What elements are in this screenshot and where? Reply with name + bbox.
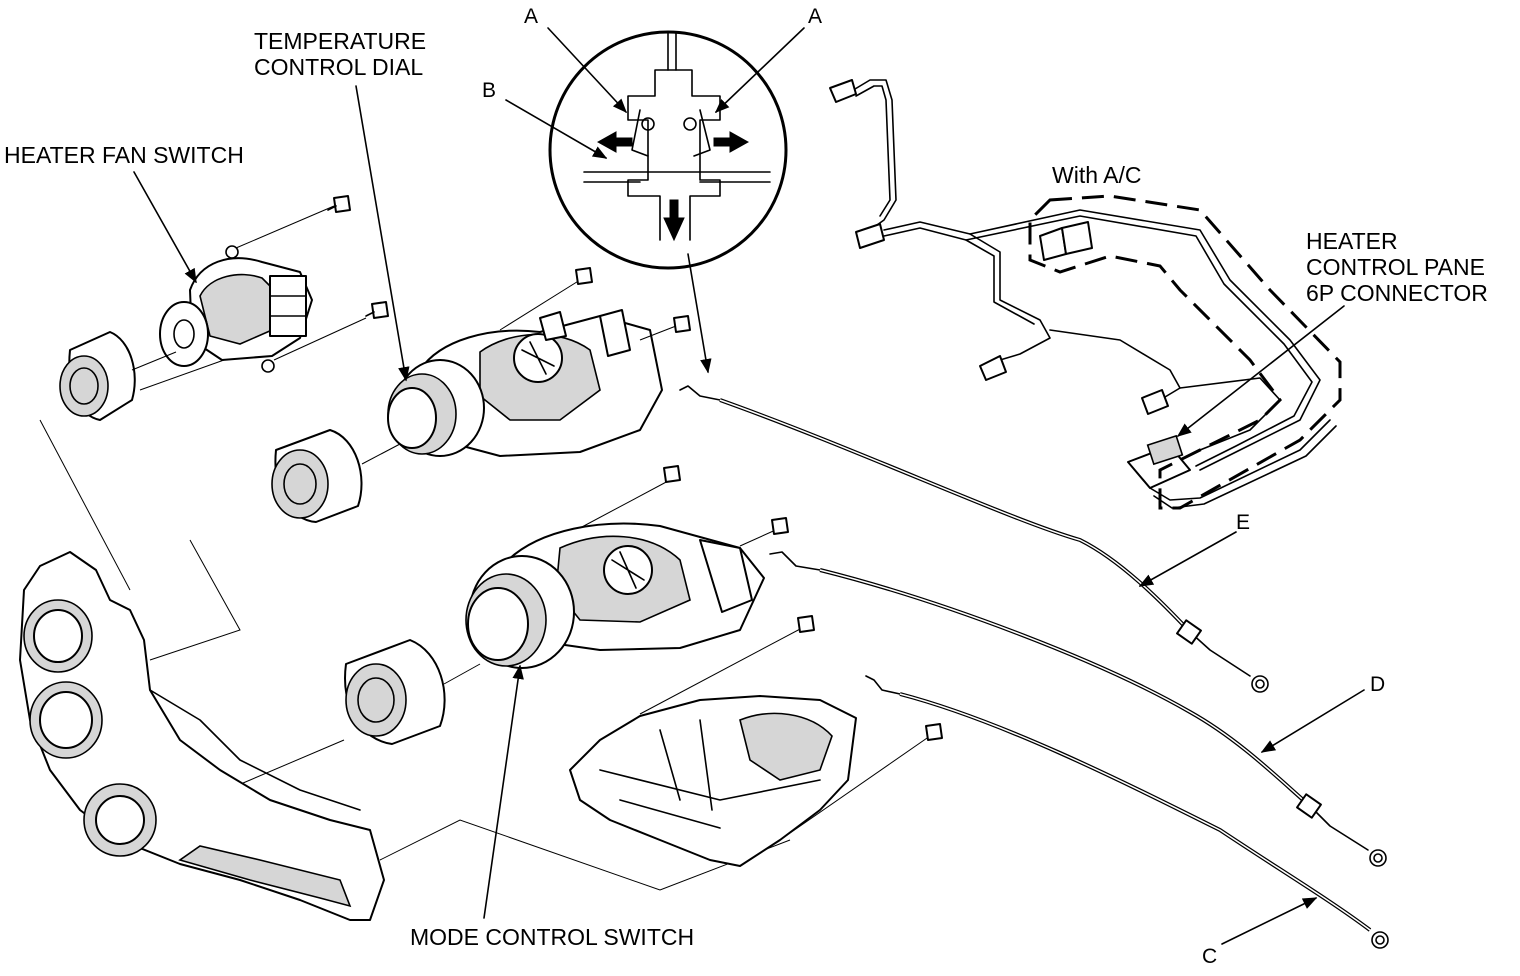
callout-c: C: [1202, 945, 1218, 968]
arrow-icon: [713, 131, 750, 153]
heater-fan-knob: [59, 331, 136, 421]
connector-icon: [855, 223, 885, 249]
mode-control-switch-label: MODE CONTROL SWITCH: [410, 924, 695, 950]
arrow-icon: [596, 131, 633, 153]
screw-icon: [925, 723, 943, 741]
screw-icon: [797, 615, 815, 633]
cable-icon: [679, 385, 1269, 693]
connector-icon: [829, 79, 857, 103]
callout-e: E: [1236, 511, 1251, 534]
mode-control-switch: [465, 522, 765, 669]
heater-fan-switch-label: HEATER FAN SWITCH: [4, 142, 244, 168]
heater-control-panel-label-line1: HEATER: [1306, 228, 1398, 254]
screw-icon: [327, 195, 351, 213]
callout-d: D: [1370, 673, 1386, 696]
heater-control-panel-label-line3: 6P CONNECTOR: [1306, 280, 1488, 306]
temperature-control-dial: [387, 309, 663, 457]
cable-icon: [769, 551, 1387, 867]
heater-fan-switch: [159, 245, 313, 373]
heater-control-panel: [19, 551, 385, 921]
screw-icon: [663, 465, 681, 483]
callout-b: B: [482, 79, 497, 102]
screw-icon: [771, 517, 789, 535]
connector-icon: [1141, 389, 1169, 415]
cable-icon: [865, 675, 1389, 949]
wiring-harness: [829, 79, 1337, 509]
callout-a-left: A: [524, 5, 539, 28]
with-ac-label: With A/C: [1052, 162, 1142, 188]
temperature-dial-knob: [271, 429, 363, 523]
temperature-dial-label-line2: CONTROL DIAL: [254, 54, 424, 80]
mode-control-knob: [344, 639, 446, 745]
screw-icon: [673, 315, 691, 333]
detail-circle: [505, 27, 805, 374]
with-ac-outline: [1028, 194, 1342, 510]
screw-icon: [575, 267, 593, 285]
heater-control-panel-label-line2: CONTROL PANE: [1306, 254, 1485, 280]
connector-icon: [979, 355, 1007, 381]
control-bracket: [569, 695, 857, 867]
temperature-dial-label-line1: TEMPERATURE: [254, 28, 427, 54]
screw-icon: [365, 301, 389, 319]
arrow-icon: [663, 199, 685, 242]
connector-icon: [1061, 221, 1093, 255]
callout-a-right: A: [808, 5, 823, 28]
